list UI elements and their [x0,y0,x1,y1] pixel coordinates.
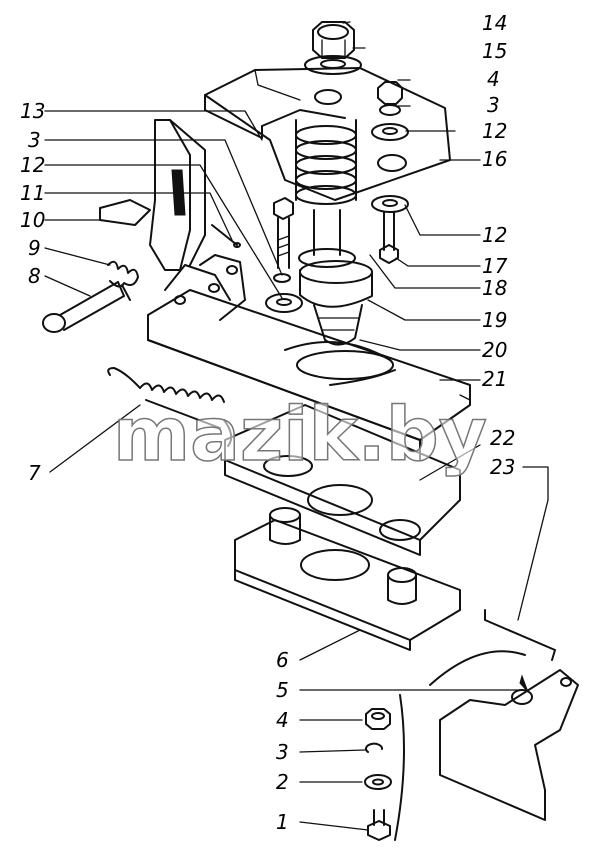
callout-7: 7 [28,461,41,485]
part-22-plate [224,404,461,556]
part-19-bellows [299,260,373,346]
callout-10: 10 [20,208,45,232]
part-17-bolt [379,211,399,264]
part-4-nut-lower [365,708,391,730]
part-12-washer-upper [371,123,409,141]
part-5-arm-bracket [394,650,579,841]
callout-22: 22 [490,426,515,450]
callout-3: 3 [276,740,289,764]
callout-23: 23 [490,455,515,479]
part-1-screw [367,809,391,841]
callout-6: 6 [276,648,289,672]
part-9-spring [107,260,139,301]
callout-9: 9 [28,236,41,260]
callout-15: 15 [482,39,507,63]
part-13-bolt [273,197,294,269]
callout-labels: 14 15 4 3 12 16 12 17 18 19 20 21 22 23 … [20,11,515,834]
part-10-lever [99,119,206,271]
part-11-pin [211,224,241,248]
callout-20: 20 [482,338,507,362]
part-spring-column [295,119,357,268]
callout-12: 12 [482,119,507,143]
leader-lines [44,21,549,831]
callout-11: 11 [20,181,45,205]
callout-5: 5 [276,678,289,702]
callout-19: 19 [482,308,507,332]
callout-21: 21 [482,367,507,391]
part-21-main-body [147,254,471,461]
part-8-pin [42,281,125,333]
part-3-lock-washer-lower [365,742,383,753]
part-2-washer-lower [364,774,392,790]
callout-1: 1 [276,810,289,834]
callout-3: 3 [487,93,500,117]
callout-12: 12 [20,153,45,177]
callout-14: 14 [482,11,507,35]
callout-3: 3 [28,128,41,152]
callout-17: 17 [482,254,508,278]
part-14-nut [312,21,355,59]
part-12-washer-right [371,195,409,213]
callout-18: 18 [482,276,507,300]
part-15-washer [304,55,362,75]
callout-4: 4 [487,67,500,91]
part-4-nut-upper [377,81,403,105]
callout-8: 8 [28,264,41,288]
callout-13: 13 [20,99,45,123]
callout-12: 12 [482,223,507,247]
callout-2: 2 [276,770,289,794]
watermark: mazik.by [113,392,487,478]
callout-16: 16 [482,147,507,171]
callout-4: 4 [276,708,289,732]
part-6-base [234,507,461,651]
part-3-lock-washer-upper [379,104,401,116]
part-7-tension-spring [107,367,233,447]
part-12-washer-left [265,293,303,313]
part-23-rod [484,609,556,661]
